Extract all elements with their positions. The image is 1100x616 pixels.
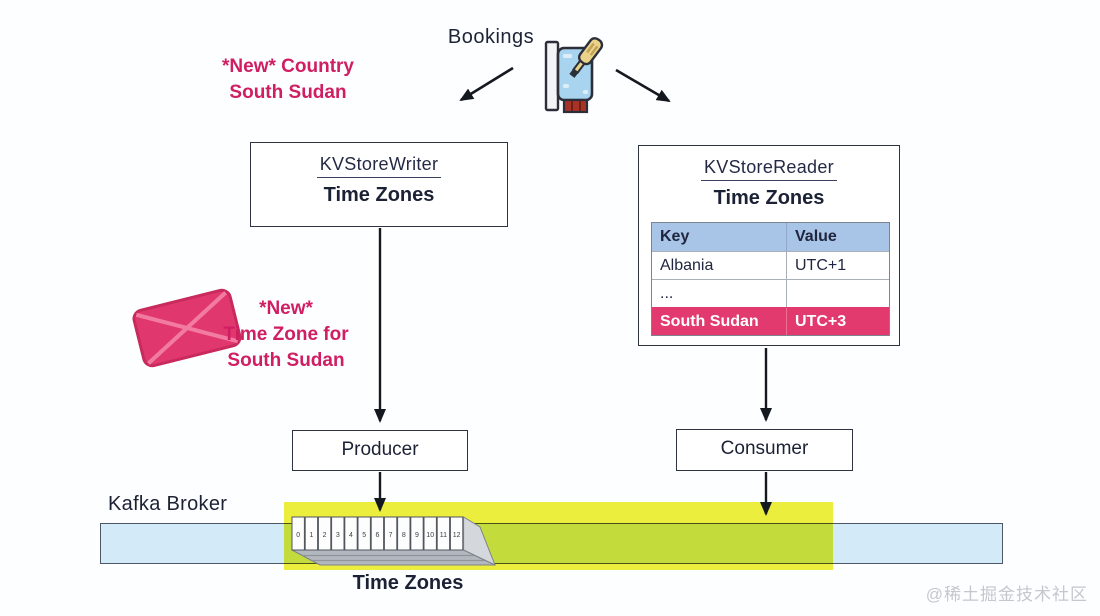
table-cell-value: UTC+1 — [795, 257, 847, 274]
note-new-timezone-line1: *New* — [259, 298, 313, 319]
table-cell-value — [787, 280, 889, 307]
table-header-value: Value — [795, 228, 837, 245]
kafka-broker-label: Kafka Broker — [108, 493, 228, 515]
table-cell-value: UTC+3 — [795, 313, 847, 330]
table-row-albania: Albania UTC+1 — [652, 251, 889, 279]
partition-cell: 2 — [323, 532, 327, 539]
note-new-timezone: *New* Time Zone for South Sudan — [200, 296, 372, 374]
partition-cell: 12 — [453, 532, 461, 539]
kvstorewriter-box: KVStoreWriter Time Zones — [250, 142, 508, 227]
partition-cell: 10 — [426, 532, 434, 539]
bookings-label: Bookings — [447, 26, 535, 48]
watermark: @稀土掘金技术社区 — [925, 585, 1088, 604]
booking-machine-icon — [543, 34, 607, 118]
table-header-key: Key — [652, 223, 787, 251]
kvstorewriter-subtitle: Time Zones — [323, 184, 435, 206]
envelope-icon — [130, 287, 243, 370]
partition-cell: 6 — [375, 532, 379, 539]
kvstorewriter-title: KVStoreWriter — [316, 154, 442, 178]
arrow-bookings-to-reader-icon — [615, 68, 671, 103]
consumer-box: Consumer — [676, 429, 853, 471]
table-cell-key: South Sudan — [652, 308, 787, 335]
partition-cell: 3 — [336, 532, 340, 539]
timezone-table: Key Value Albania UTC+1 ... South Sudan … — [651, 222, 890, 336]
table-row-south-sudan: South Sudan UTC+3 — [652, 307, 889, 335]
topic-partitions-icon: 0 1 2 3 4 5 6 7 8 9 10 11 12 — [290, 515, 496, 569]
note-new-country-line2: South Sudan — [229, 82, 347, 103]
kvstorereader-box: KVStoreReader Time Zones Key Value Alban… — [638, 145, 900, 346]
partition-cell: 5 — [362, 532, 366, 539]
partition-cell: 8 — [402, 532, 406, 539]
note-new-timezone-line2: Time Zone for — [223, 324, 349, 345]
table-row-ellipsis: ... — [652, 279, 889, 307]
partition-cell: 1 — [309, 532, 313, 539]
kvstorereader-subtitle: Time Zones — [713, 187, 825, 209]
topic-label: Time Zones — [352, 572, 464, 594]
partition-cell: 4 — [349, 532, 353, 539]
table-cell-key: Albania — [652, 252, 787, 279]
partition-cell: 0 — [296, 532, 300, 539]
partition-cell: 9 — [415, 532, 419, 539]
table-header-row: Key Value — [652, 223, 889, 251]
producer-box: Producer — [292, 430, 468, 471]
partition-cell: 11 — [440, 532, 447, 539]
note-new-country: *New* Country South Sudan — [183, 54, 393, 106]
kvstorereader-title: KVStoreReader — [701, 157, 837, 181]
arrow-bookings-to-writer-icon — [459, 66, 514, 102]
table-cell-key: ... — [652, 280, 787, 307]
partition-cell: 7 — [389, 532, 393, 539]
note-new-timezone-line3: South Sudan — [227, 350, 345, 371]
note-new-country-line1: *New* Country — [222, 56, 354, 77]
